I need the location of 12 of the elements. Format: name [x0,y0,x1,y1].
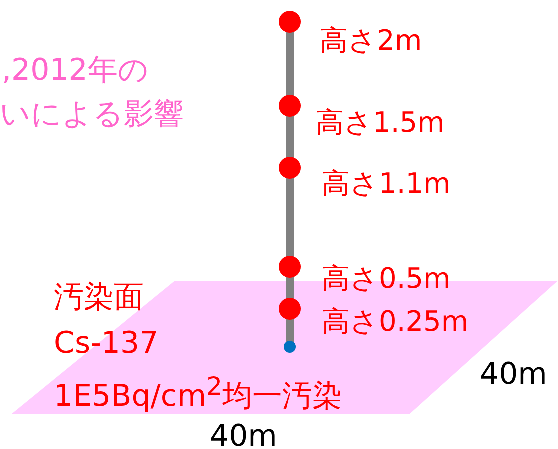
height-label: 高さ2m [320,27,422,55]
plane-text: Cs-137 [54,329,159,359]
dimension-label: 40m [210,422,278,449]
height-label: 高さ0.25m [322,308,469,336]
height-label: 高さ1.1m [322,170,451,198]
dimension-label: 40m [480,360,548,390]
height-label: 高さ1.5m [316,109,445,137]
plane-text: 汚染面 [54,283,144,313]
title-text: いによる影響 [0,100,184,130]
plane-text: 1E5Bq/cm$^{2}$均一汚染 [54,374,342,412]
title-text: ,2012年の [2,56,149,86]
height-label: 高さ0.5m [322,265,451,293]
